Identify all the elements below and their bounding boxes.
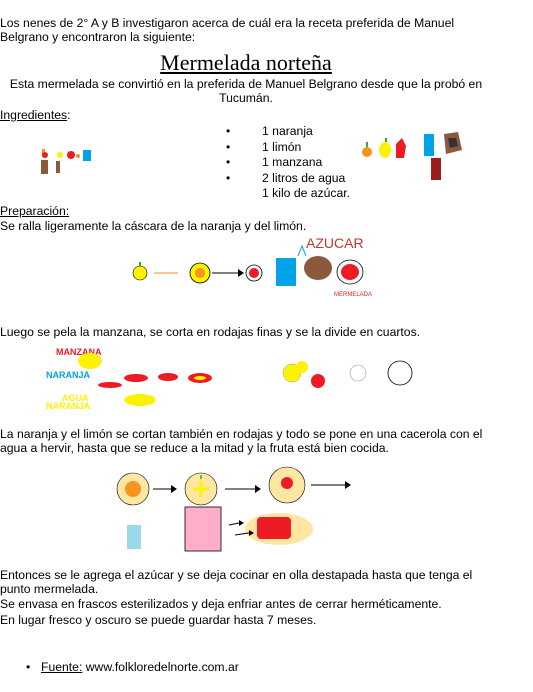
label-azucar: AZUCAR — [306, 235, 364, 251]
label-agua: AGUA — [62, 393, 89, 403]
preparation-step-4-line-1: Entonces se le agrega el azúcar y se dej… — [0, 568, 473, 582]
preparation-step-2: Luego se pela la manzana, se corta en ro… — [0, 325, 421, 339]
label-manzana: MANZANA — [56, 347, 102, 357]
label-naranja: NARANJA — [46, 370, 91, 380]
preparation-step-5: Se envasa en frascos esterilizados y dej… — [0, 597, 442, 611]
preparation-step-3-line-1: La naranja y el limón se cortan también … — [0, 427, 483, 441]
preparation-step-6: En lugar fresco y oscuro se puede guarda… — [0, 613, 317, 627]
ingredients-drawing-left — [41, 149, 91, 174]
source-link[interactable]: www.folkloredelnorte.com.ar — [82, 660, 239, 674]
grating-drawing: AZUCAR MERMELADA — [132, 235, 372, 298]
label-mermelada: MERMELADA — [334, 292, 372, 298]
source-line: Fuente: www.folkloredelnorte.com.ar — [26, 660, 239, 674]
ingredients-heading-colon: : — [67, 108, 71, 122]
label-naranja-2: NARANJA — [46, 401, 91, 411]
ingredient-item: 1 naranja — [226, 124, 350, 140]
source-label: Fuente: — [41, 660, 83, 674]
subtitle-line-2: Tucumán. — [219, 91, 273, 105]
ingredient-item: 1 kilo de azúcar. — [262, 186, 351, 201]
ingredients-list: 1 naranja 1 limón 1 manzana 2 litros de … — [226, 124, 350, 202]
subtitle-line-1: Esta mermelada se convirtió en la prefer… — [9, 77, 483, 91]
ingredient-item: 1 limón — [226, 140, 350, 156]
intro-line-2: Belgrano y encontraron la siguiente: — [0, 30, 196, 44]
intro-line-1: Los nenes de 2° A y B investigaron acerc… — [0, 16, 455, 30]
recipe-title: Mermelada norteña — [160, 50, 332, 75]
ingredient-item: 1 manzana — [226, 155, 350, 171]
preparation-heading: Preparación: — [0, 204, 70, 218]
preparation-step-1: Se ralla ligeramente la cáscara de la na… — [0, 219, 307, 233]
cooking-drawing — [116, 466, 351, 552]
preparation-step-3-line-2: agua a hervir, hasta que se reduce a la … — [0, 441, 389, 455]
ingredients-heading-text: Ingredientes — [0, 108, 68, 122]
preparation-step-4-line-2: punto mermelada. — [0, 582, 99, 596]
ingredient-item: 2 litros de agua — [226, 171, 350, 187]
ingredients-heading: Ingredientes: — [0, 108, 70, 122]
slicing-drawing: MANZANA NARANJA AGUA NARANJA — [46, 347, 413, 411]
ingredients-drawing-right — [362, 132, 462, 180]
